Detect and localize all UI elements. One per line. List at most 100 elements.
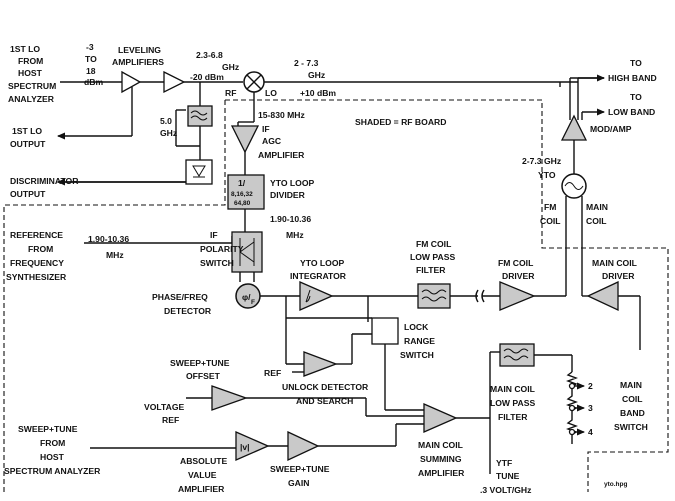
svg-text:IF: IF [262,124,270,134]
leveling-amplifier-2 [163,70,186,94]
lo-level-label: -20 dBm [190,72,224,82]
svg-text:LOW PASS: LOW PASS [490,398,535,408]
if-range-label: 15-830 MHz [258,110,305,120]
detector-label: DETECTOR [164,306,212,316]
fm-coil-lpf-label: FM COIL LOW PASS FILTER [410,239,455,275]
svg-text:SWEEP+TUNE: SWEEP+TUNE [270,464,330,474]
svg-text:3: 3 [588,403,593,413]
svg-text:FM: FM [544,202,556,212]
svg-text:8,16,32: 8,16,32 [231,191,253,198]
svg-text:UNLOCK DETECTOR: UNLOCK DETECTOR [282,382,369,392]
lo-port-label: LO [265,88,277,98]
svg-text:FREQUENCY: FREQUENCY [10,258,64,268]
svg-text:2-7.3 GHz: 2-7.3 GHz [522,156,561,166]
svg-text:HOST: HOST [18,68,43,78]
svg-text:REF: REF [162,415,179,425]
svg-text:RANGE: RANGE [404,336,435,346]
leveling-amplifiers-label: LEVELING AMPLIFIERS [112,45,164,67]
main-coil-label: MAIN COIL [586,202,608,226]
band-positions: 2 3 4 [588,381,593,437]
svg-text:2.3-6.8: 2.3-6.8 [196,50,223,60]
yto-divider-block-text: 1/ 8,16,32 64,80 [231,178,253,207]
sweep-tune-gain-amp [287,430,320,462]
svg-text:FM COIL: FM COIL [416,239,451,249]
svg-text:SWITCH: SWITCH [400,350,434,360]
svg-text:MAIN: MAIN [586,202,608,212]
svg-text:SYNTHESIZER: SYNTHESIZER [6,272,67,282]
shaded-note: SHADED = RF BOARD [355,117,446,127]
yto-loop-divider [227,174,265,210]
ref-freq-label: 1.90-10.36 MHz [88,234,129,260]
discriminator-output-label: DISCRIMINATOR OUTPUT [10,176,79,199]
if-agc-label: IF AGC AMPLIFIER [258,124,305,160]
svg-text:SPECTRUM ANALYZER: SPECTRUM ANALYZER [4,466,101,476]
detector-freq-label: 5.0 GHz [160,116,177,138]
abs-symbol: |v| [240,442,250,452]
to-high-band-label: TO HIGH BAND [608,58,657,83]
svg-text:AMPLIFIERS: AMPLIFIERS [112,57,164,67]
svg-text:GHz: GHz [160,128,177,138]
svg-text:MAIN: MAIN [620,380,642,390]
svg-text:DRIVER: DRIVER [602,271,635,281]
svg-text:SWITCH: SWITCH [614,422,648,432]
svg-text:POLARITY: POLARITY [200,244,244,254]
svg-text:.3 VOLT/GHz: .3 VOLT/GHz [480,485,531,495]
rf-port-label: RF [225,88,236,98]
unlock-detector [303,351,338,377]
svg-text:1.90-10.36: 1.90-10.36 [270,214,311,224]
main-coil-lpf-label: MAIN COIL LOW PASS FILTER [490,384,535,422]
svg-text:LOW BAND: LOW BAND [608,107,655,117]
if-polarity-switch-label: IF POLARITY SWITCH [200,230,244,268]
svg-text:-3: -3 [86,42,94,52]
absolute-value-amp [235,431,270,461]
svg-text:COIL: COIL [622,394,643,404]
svg-text:dBm: dBm [84,77,103,87]
svg-text:AND SEARCH: AND SEARCH [296,396,353,406]
svg-text:4: 4 [588,427,593,437]
svg-text:1.90-10.36: 1.90-10.36 [88,234,129,244]
out-freq-label: 2 - 7.3 GHz [294,58,325,80]
svg-text:AMPLIFIER: AMPLIFIER [258,150,305,160]
sweep-tune-from-host-label: SWEEP+TUNE FROM HOST SPECTRUM ANALYZER [4,424,101,476]
svg-text:OFFSET: OFFSET [186,371,221,381]
svg-text:OUTPUT: OUTPUT [10,139,46,149]
svg-text:MAIN COIL: MAIN COIL [490,384,535,394]
svg-text:DISCRIMINATOR: DISCRIMINATOR [10,176,79,186]
svg-text:SPECTRUM: SPECTRUM [8,81,56,91]
svg-text:COIL: COIL [540,216,561,226]
diode-detector [185,159,213,185]
unlock-detector-label: UNLOCK DETECTOR AND SEARCH [282,382,369,406]
first-lo-from-host-label: 1ST LO FROM HOST SPECTRUM ANALYZER [8,44,56,104]
svg-text:TO: TO [85,54,97,64]
svg-text:OUTPUT: OUTPUT [10,189,46,199]
ytf-tune-label: YTF TUNE .3 VOLT/GHz [480,458,531,495]
svg-text:FROM: FROM [40,438,65,448]
svg-text:HIGH BAND: HIGH BAND [608,73,657,83]
svg-text:2: 2 [588,381,593,391]
lock-range-switch-label: LOCK RANGE SWITCH [400,322,435,360]
svg-text:AMPLIFIER: AMPLIFIER [178,484,225,494]
svg-text:ANALYZER: ANALYZER [8,94,55,104]
sweep-tune-offset-label: SWEEP+TUNE OFFSET [170,358,230,381]
svg-text:SWITCH: SWITCH [200,258,234,268]
svg-text:VOLTAGE: VOLTAGE [144,402,185,412]
svg-text:LEVELING: LEVELING [118,45,161,55]
if-agc-amplifier [230,125,260,154]
svg-text:FILTER: FILTER [498,412,528,422]
fm-coil-lpf [417,283,451,309]
svg-text:64,80: 64,80 [234,200,251,207]
mod-amp-label: MOD/AMP [590,124,632,134]
yto-label: 2-7.3 GHz YTO [522,156,561,180]
main-coil-summing-label: MAIN COIL SUMMING AMPLIFIER [418,440,465,478]
svg-text:1ST LO: 1ST LO [10,44,40,54]
absolute-value-amplifier-label: ABSOLUTE VALUE AMPLIFIER [178,456,228,494]
lo-freq-label: 2.3-6.8 GHz [196,50,239,72]
to-low-band-label: TO LOW BAND [608,92,655,117]
divider-out-freq-label: 1.90-10.36 MHz [270,214,311,240]
svg-text:YTF: YTF [496,458,512,468]
band-resistor-ladder [566,371,578,444]
main-coil-band-switch-label: MAIN COIL BAND SWITCH [614,380,648,432]
svg-text:REFERENCE: REFERENCE [10,230,63,240]
svg-text:GHz: GHz [222,62,239,72]
svg-text:VALUE: VALUE [188,470,217,480]
